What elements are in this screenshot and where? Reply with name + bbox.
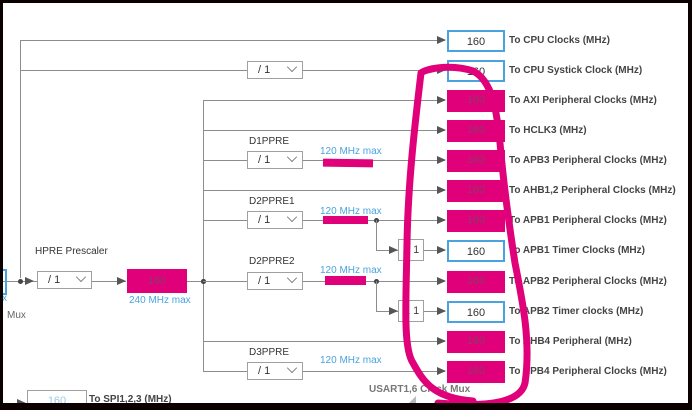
arrow-icon	[437, 156, 446, 164]
wire	[203, 100, 445, 101]
wire	[376, 220, 377, 250]
d2ppre2-max-label: 120 MHz max	[320, 265, 382, 276]
systick-divider-select[interactable]: / 1	[247, 61, 303, 79]
highlight-mark	[325, 276, 366, 285]
mux-triangle-icon	[406, 396, 416, 403]
output-box[interactable]: 160	[447, 210, 505, 232]
d1ppre-select[interactable]: / 1	[247, 151, 303, 169]
arrow-icon	[437, 307, 446, 315]
output-box[interactable]: 160	[447, 30, 505, 52]
d2ppre1-select[interactable]: / 1	[247, 211, 303, 229]
wire	[92, 281, 126, 282]
arrow-icon	[389, 246, 398, 254]
arrow-icon	[437, 96, 446, 104]
output-label: To CPU Clocks (MHz)	[509, 35, 610, 46]
output-label: To APB2 Peripheral Clocks (MHz)	[509, 276, 667, 287]
arrow-icon	[17, 399, 26, 403]
output-box[interactable]: 160	[447, 331, 505, 353]
spi-output-label: To SPI1,2,3 (MHz)	[89, 394, 172, 403]
wire	[20, 40, 21, 278]
wire	[3, 281, 43, 282]
hpre-prescaler-select[interactable]: / 1	[37, 271, 92, 289]
output-box[interactable]: 160	[447, 301, 505, 323]
d2ppre1-max-label: 120 MHz max	[320, 206, 382, 217]
d2ppre2-label: D2PPRE2	[249, 256, 295, 267]
usart-mux-label: USART1,6 Clock Mux	[369, 384, 471, 395]
d1ppre-max-label: 120 MHz max	[320, 146, 382, 157]
select-value: / 1	[258, 154, 271, 166]
output-label: To APB1 Peripheral Clocks (MHz)	[509, 215, 667, 226]
arrow-icon	[437, 246, 446, 254]
hclk-max-label: 240 MHz max	[129, 295, 191, 306]
output-box[interactable]: 160	[447, 361, 505, 383]
arrow-icon	[437, 126, 446, 134]
output-box[interactable]: 160	[447, 180, 505, 202]
select-value: / 1	[48, 274, 61, 286]
output-label: To AHB4 Peripheral (MHz)	[509, 336, 632, 347]
output-label: To APB2 Timer clocks (MHz)	[509, 306, 644, 317]
wire	[20, 70, 445, 71]
output-label: To APB1 Timer Clocks (MHz)	[509, 245, 645, 256]
arrow-icon	[437, 277, 446, 285]
wire	[203, 281, 445, 282]
arrow-icon	[389, 307, 398, 315]
select-value: / 1	[258, 275, 271, 287]
output-label: To APB3 Peripheral Clocks (MHz)	[509, 155, 667, 166]
arrow-icon	[437, 36, 446, 44]
wire	[203, 190, 445, 191]
arrow-icon	[117, 277, 126, 285]
select-value: / 1	[258, 64, 271, 76]
output-label: To CPU Systick Clock (MHz)	[509, 65, 643, 76]
output-label: To APB4 Peripheral Clocks (MHz)	[509, 366, 667, 377]
wire	[203, 130, 445, 131]
wire	[187, 281, 203, 282]
mux-max-fragment: x	[3, 293, 7, 304]
d2ppre1-label: D2PPRE1	[249, 196, 295, 207]
select-value: / 1	[258, 214, 271, 226]
wire	[20, 40, 445, 41]
spi-output-box[interactable]: 160	[27, 390, 87, 403]
arrow-icon	[437, 367, 446, 375]
d1ppre-label: D1PPRE	[249, 136, 290, 147]
d3ppre-max-label: 120 MHz max	[320, 355, 382, 366]
output-box[interactable]: 160	[447, 240, 505, 262]
junction-dot	[18, 279, 23, 284]
wire	[203, 100, 204, 371]
arrow-icon	[437, 216, 446, 224]
arrow-icon	[437, 337, 446, 345]
wire	[424, 250, 445, 251]
select-value: / 1	[258, 365, 271, 377]
annotation-circle	[402, 63, 531, 403]
output-box[interactable]: 160	[447, 120, 505, 142]
mux-label-fragment: Mux	[7, 310, 26, 321]
clock-configuration-diagram: / 1 x Mux HPRE Prescaler / 1 160 240 MHz…	[3, 3, 688, 403]
wire	[203, 341, 445, 342]
output-label: To AXI Peripheral Clocks (MHz)	[509, 95, 657, 106]
hpre-label: HPRE Prescaler	[35, 246, 108, 257]
d3ppre-label: D3PPRE	[249, 347, 290, 358]
arrow-icon	[437, 186, 446, 194]
hclk-output-box[interactable]: 160	[127, 269, 187, 293]
d2ppre2-select[interactable]: / 1	[247, 272, 303, 290]
wire	[376, 281, 377, 311]
wire	[203, 371, 445, 372]
highlight-mark	[323, 216, 368, 224]
wire	[376, 250, 398, 251]
arrow-icon	[25, 277, 34, 285]
d3ppre-select[interactable]: / 1	[247, 362, 303, 380]
output-box[interactable]: 160	[447, 150, 505, 172]
output-box[interactable]: 160	[447, 271, 505, 293]
wire	[424, 311, 445, 312]
output-label: To HCLK3 (MHz)	[509, 125, 587, 136]
output-label: To AHB1,2 Peripheral Clocks (MHz)	[509, 185, 676, 196]
wire	[376, 311, 398, 312]
mux-output-box	[3, 269, 7, 295]
